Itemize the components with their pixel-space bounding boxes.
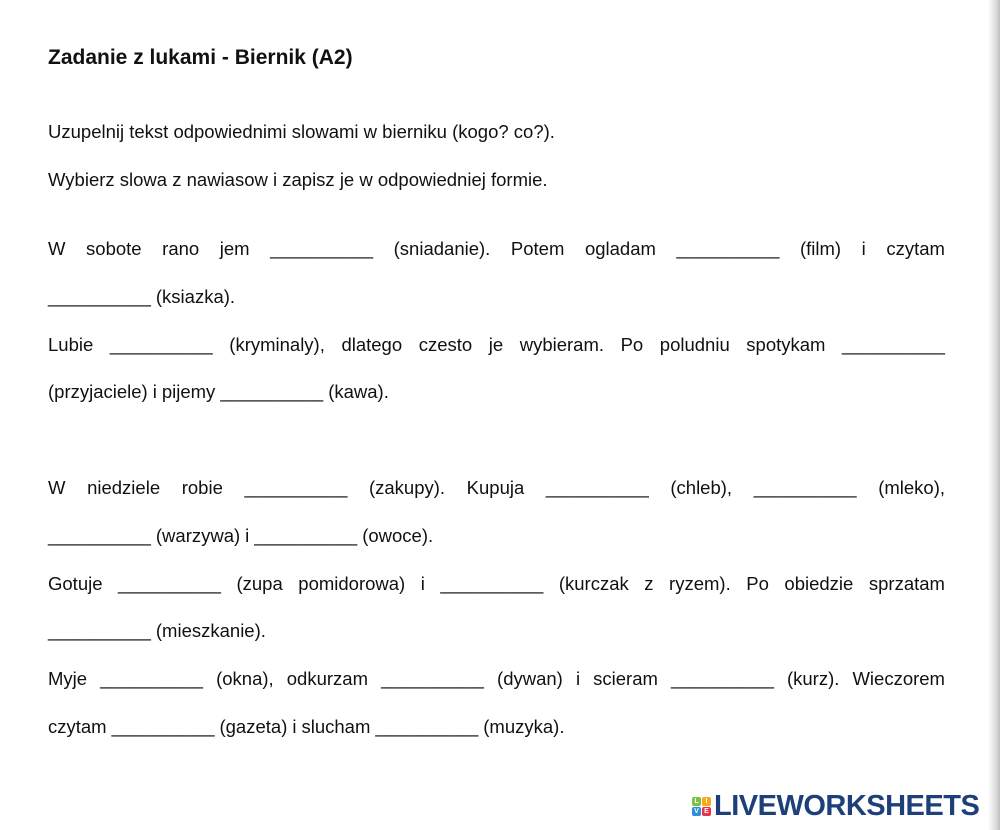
word: spotykam	[746, 334, 826, 355]
logo-cube: I	[702, 797, 711, 806]
text-line: Lubie __________ (kryminaly), dlatego czesto…	[48, 334, 945, 356]
word: odkurzam	[286, 668, 368, 689]
word: dlatego	[341, 334, 403, 355]
word: i	[861, 238, 866, 259]
logo-cube: V	[692, 807, 701, 816]
logo-cube: E	[702, 807, 711, 816]
logo-cubes-icon: L I V E	[692, 797, 711, 816]
instruction-1: Uzupelnij tekst odpowiednimi slowami w b…	[48, 121, 555, 142]
answer-blank[interactable]: __________	[670, 668, 774, 689]
text-line: __________(ksiazka).	[48, 286, 945, 308]
word: (ksiazka).	[155, 286, 236, 307]
word: slucham	[301, 716, 371, 737]
instruction-2: Wybierz slowa z nawiasow i zapisz je w o…	[48, 169, 548, 190]
word: (chleb),	[670, 477, 733, 498]
answer-blank[interactable]: __________	[753, 477, 857, 498]
answer-blank[interactable]: __________	[244, 477, 348, 498]
word: (kryminaly),	[229, 334, 325, 355]
answer-blank[interactable]: __________	[111, 716, 215, 737]
word: obiedzie	[784, 573, 854, 594]
answer-blank[interactable]: __________	[545, 477, 649, 498]
word: (film)	[799, 238, 842, 259]
word: (sniadanie).	[393, 238, 491, 259]
worksheet-title: Zadanie z lukami - Biernik (A2)	[48, 46, 353, 69]
word: Po	[620, 334, 644, 355]
word: (kurczak	[558, 573, 629, 594]
word: (warzywa)	[155, 525, 241, 546]
word: Kupuja	[466, 477, 525, 498]
word: (kurz).	[786, 668, 840, 689]
answer-blank[interactable]: __________	[118, 573, 221, 594]
word: i	[292, 716, 297, 737]
word: rano	[162, 238, 200, 259]
text-line: __________(mieszkanie).	[48, 620, 945, 642]
answer-blank[interactable]: __________	[100, 668, 204, 689]
word: (kawa).	[328, 381, 389, 402]
word: W	[48, 477, 66, 498]
word: W	[48, 238, 66, 259]
word: niedziele	[87, 477, 161, 498]
word: (zupa	[236, 573, 283, 594]
word: Myje	[48, 668, 88, 689]
word: (mieszkanie).	[155, 620, 266, 641]
text-line: Gotuje __________ (zupa pomidorowa) i _______…	[48, 573, 945, 595]
word: Lubie	[48, 334, 94, 355]
word: sobote	[86, 238, 142, 259]
answer-blank[interactable]: __________	[270, 238, 374, 259]
word: poludniu	[659, 334, 730, 355]
liveworksheets-logo: L I V E LIVEWORKSHEETS	[692, 790, 980, 823]
word: (gazeta)	[219, 716, 288, 737]
answer-blank[interactable]: __________	[381, 668, 484, 689]
word: Potem	[510, 238, 565, 259]
word: Gotuje	[48, 573, 103, 594]
text-line: __________(warzywa)i__________(owoce).	[48, 525, 945, 547]
text-line: Myje __________ (okna), odkurzam __________ (…	[48, 668, 945, 690]
word: (owoce).	[362, 525, 434, 546]
word: (muzyka).	[483, 716, 565, 737]
answer-blank[interactable]: __________	[48, 525, 151, 546]
word: wybieram.	[519, 334, 605, 355]
word: (przyjaciele)	[48, 381, 148, 402]
word: sprzatam	[868, 573, 945, 594]
answer-blank[interactable]: __________	[676, 238, 780, 259]
logo-text: LIVEWORKSHEETS	[714, 790, 980, 822]
answer-blank[interactable]: __________	[375, 716, 479, 737]
word: i	[575, 668, 581, 689]
word: jem	[219, 238, 250, 259]
answer-blank[interactable]: __________	[48, 286, 151, 307]
word: (zakupy).	[368, 477, 446, 498]
word: ryzem).	[669, 573, 731, 594]
page-edge	[988, 0, 1000, 830]
word: Po	[746, 573, 769, 594]
word: pijemy	[161, 381, 216, 402]
word: czesto	[418, 334, 473, 355]
answer-blank[interactable]: __________	[254, 525, 358, 546]
word: czytam	[48, 716, 107, 737]
answer-blank[interactable]: __________	[109, 334, 213, 355]
word: czytam	[886, 238, 945, 259]
word: i	[245, 525, 250, 546]
word: (okna),	[216, 668, 274, 689]
word: pomidorowa)	[298, 573, 406, 594]
word: robie	[181, 477, 223, 498]
word: (dywan)	[497, 668, 563, 689]
word: Wieczorem	[852, 668, 945, 689]
logo-cube: L	[692, 797, 701, 806]
answer-blank[interactable]: __________	[842, 334, 945, 355]
word: (mleko),	[878, 477, 945, 498]
word: i	[420, 573, 425, 594]
word: z	[644, 573, 654, 594]
word: je	[488, 334, 504, 355]
answer-blank[interactable]: __________	[220, 381, 324, 402]
word: ogladam	[584, 238, 656, 259]
answer-blank[interactable]: __________	[48, 620, 151, 641]
word: scieram	[593, 668, 658, 689]
answer-blank[interactable]: __________	[440, 573, 544, 594]
word: i	[152, 381, 157, 402]
